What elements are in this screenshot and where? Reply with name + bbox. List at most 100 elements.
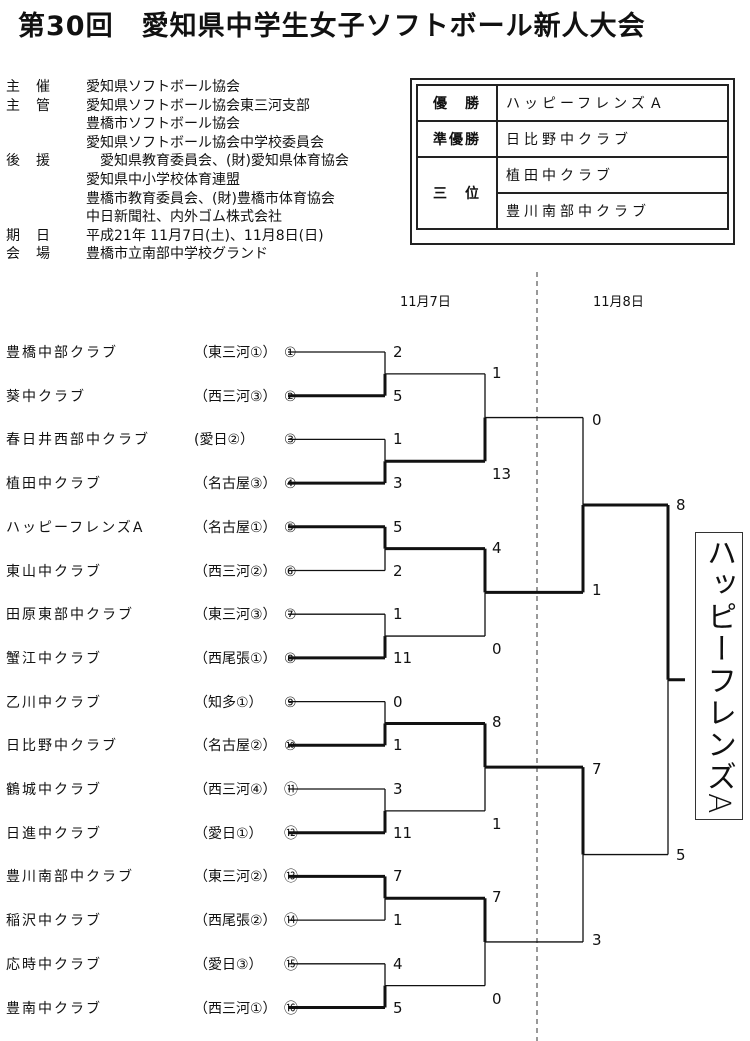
team-name: 植田中クラブ (6, 476, 102, 493)
team-seed: ⑥ (284, 563, 297, 580)
round1-score: 11 (393, 648, 413, 667)
round1-score: 11 (393, 823, 413, 842)
info-value: 愛知県ソフトボール協会 (86, 79, 240, 95)
team-name: 葵中クラブ (6, 388, 86, 405)
team-entry: 稲沢中クラブ（西尾張②）⑭ (6, 910, 298, 930)
round1-score: 5 (393, 517, 403, 536)
round2-score: 0 (492, 989, 502, 1008)
team-region: （東三河③） (194, 607, 277, 624)
round2-score: 1 (492, 814, 502, 833)
day1-label: 11月7日 (400, 295, 451, 310)
team-seed: ⑩ (284, 738, 297, 755)
round2-score: 4 (492, 538, 502, 557)
team-entry: 豊川南部中クラブ （東三河②） ⑬ (6, 866, 298, 886)
round1-score: 2 (393, 343, 403, 361)
results-box: 優 勝ハッピーフレンズＡ 準優勝日比野中クラブ 三 位植田中クラブ 豊川南部中ク… (410, 78, 735, 245)
team-entry: 日進中クラブ（愛日①）⑫ (6, 823, 298, 843)
info-value: 中日新聞社、内外ゴム株式会社 (86, 209, 282, 226)
semifinal-score: 3 (592, 930, 602, 949)
runnerup-team: 日比野中クラブ (496, 120, 729, 158)
team-entry: ハッピーフレンズA（名古屋①）⑤ (6, 517, 297, 537)
info-value: 愛知県教育委員会、(財)愛知県体育協会 (86, 153, 349, 170)
round1-score: 3 (393, 780, 403, 798)
round1-score: 3 (393, 474, 403, 493)
info-value: 愛知県ソフトボール協会中学校委員会 (86, 134, 324, 151)
page-title: 第30回 愛知県中学生女子ソフトボール新人大会 (18, 11, 646, 42)
team-entry: 蟹江中クラブ （西尾張①） ⑧ (6, 648, 297, 668)
champion-label: 優 勝 (416, 84, 498, 122)
team-seed: ④ (284, 476, 297, 493)
team-seed: ⑦ (284, 607, 297, 624)
round1-score: 1 (393, 430, 403, 449)
info-label: 主管 (6, 97, 66, 114)
round1-score: 5 (393, 386, 403, 405)
round1-score: 1 (393, 911, 403, 930)
info-value: 豊橋市ソフトボール協会 (86, 116, 240, 133)
runnerup-label: 準優勝 (416, 120, 498, 158)
round1-score: 1 (393, 605, 403, 624)
team-name: 豊橋中部クラブ (6, 345, 118, 361)
info-label: 会場 (6, 246, 66, 263)
final-score: 5 (676, 845, 686, 864)
third-team: 植田中クラブ (496, 156, 729, 194)
team-region: （西三河②） (194, 563, 277, 580)
info-row: 愛知県中小学校体育連盟 (6, 171, 349, 190)
team-entry: 豊橋中部クラブ （東三河①） ① (6, 342, 297, 362)
team-seed: ① (284, 345, 297, 361)
team-region: （西尾張①） (194, 650, 277, 667)
final-score: 8 (676, 495, 686, 514)
team-name: 豊川南部中クラブ (6, 869, 134, 886)
team-region: （名古屋①） (194, 519, 277, 536)
team-region: （愛日③） (194, 956, 263, 973)
team-entry: 乙川中クラブ（知多①）⑨ (6, 692, 297, 712)
round1-score: 2 (393, 561, 403, 580)
semifinal-score: 0 (592, 410, 602, 429)
team-region: （名古屋③） (194, 476, 277, 493)
info-value: 愛知県中小学校体育連盟 (86, 171, 240, 188)
info-value: 豊橋市教育委員会、(財)豊橋市体育協会 (86, 190, 335, 207)
info-row: 中日新聞社、内外ゴム株式会社 (6, 208, 349, 227)
team-name: 乙川中クラブ (6, 694, 102, 711)
team-region: （東三河①） (194, 345, 277, 361)
team-entry: 日比野中クラブ（名古屋②）⑩ (6, 735, 297, 755)
team-name: 蟹江中クラブ (6, 650, 102, 667)
team-name: 日進中クラブ (6, 825, 102, 842)
round1-score: 0 (393, 692, 403, 711)
team-region: （知多①） (194, 694, 263, 711)
team-region: （名古屋②） (194, 738, 277, 755)
team-seed: ⑯ (284, 1000, 298, 1017)
round1-score: 5 (393, 998, 403, 1017)
info-value: 愛知県ソフトボール協会東三河支部 (86, 97, 310, 114)
team-region: （西尾張②） (194, 913, 277, 930)
team-entry: 春日井西部中クラブ(愛日②）③ (6, 429, 297, 449)
info-row: 後援 愛知県教育委員会、(財)愛知県体育協会 (6, 152, 349, 171)
info-row: 期日 平成21年 11月7日(土)、11月8日(日) (6, 227, 349, 246)
team-seed: ⑧ (284, 650, 297, 667)
team-seed: ⑮ (284, 956, 298, 973)
team-seed: ③ (284, 432, 297, 449)
info-value: 豊橋市立南部中学校グランド (86, 246, 268, 263)
info-value: 平成21年 11月7日(土)、11月8日(日) (86, 227, 324, 244)
team-seed: ⑪ (284, 782, 298, 798)
round2-score: 13 (492, 465, 512, 484)
semifinal-score: 1 (592, 581, 602, 600)
round1-score: 1 (393, 736, 403, 755)
team-name: 田原東部中クラブ (6, 607, 134, 624)
team-entry: 豊南中クラブ（西三河①）⑯ (6, 998, 298, 1018)
team-name: 鶴城中クラブ (6, 782, 102, 798)
round2-score: 0 (492, 640, 502, 659)
results-table: 優 勝ハッピーフレンズＡ 準優勝日比野中クラブ 三 位植田中クラブ 豊川南部中ク… (416, 84, 729, 230)
info-label: 後援 (6, 153, 66, 170)
round1-score: 7 (393, 867, 403, 886)
info-label: 期日 (6, 227, 66, 244)
info-row: 主管 愛知県ソフトボール協会東三河支部 (6, 97, 349, 116)
round1-score: 4 (393, 954, 403, 973)
team-region: （東三河②） (194, 869, 277, 886)
team-seed: ⑬ (284, 869, 298, 886)
team-seed: ⑤ (284, 519, 297, 536)
team-name: 稲沢中クラブ (6, 913, 102, 930)
team-entry: 応時中クラブ（愛日③）⑮ (6, 954, 298, 974)
info-row: 主催愛知県ソフトボール協会 (6, 78, 349, 97)
info-row: 豊橋市教育委員会、(財)豊橋市体育協会 (6, 190, 349, 209)
